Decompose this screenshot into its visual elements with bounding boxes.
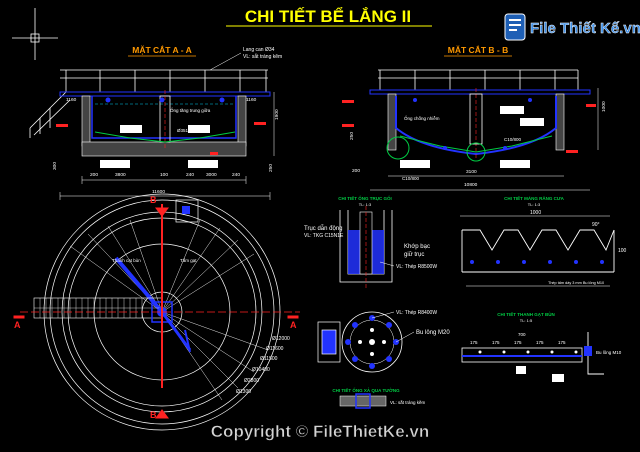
dim-4: 240 — [186, 172, 194, 178]
detail-scraper: CHI TIẾT THANH GẠT BÙN TL: 1:5 175 175 1… — [461, 311, 622, 382]
detail-3-dim-1: 175 — [492, 340, 500, 345]
dim-2: 3800 — [115, 172, 126, 178]
plan-label-1: Thanh cạt bùn — [112, 258, 141, 263]
detail-3-dim-4: 175 — [558, 340, 566, 345]
bb-dim-a: 200 — [352, 168, 360, 174]
section-aa: MẶT CẮT A - A Lang can Ø34 VL: sắt tráng… — [29, 45, 282, 200]
detail-1-heading: CHI TIẾT ỐNG TRỤC GỐI — [338, 195, 392, 201]
plan-label-2: Tấm gạt — [180, 258, 197, 263]
detail-weir: CHI TIẾT MÁNG RĂNG CƯA TL: 1:3 1000 90° … — [460, 195, 627, 287]
bb-dim-c: 1000 — [601, 101, 607, 112]
plan-mark-a-left: A — [14, 320, 21, 330]
dim-total-aa: 11600 — [152, 189, 165, 195]
plan-dim-1: Ø11600 — [266, 346, 284, 352]
plan-dim-5: Ø1300 — [236, 389, 251, 395]
bb-note-1: Ống chống nhiễm — [404, 115, 440, 121]
dim-h: 1900 — [274, 109, 280, 120]
detail-1-bolt: Bu lông M20 — [416, 330, 450, 336]
detail-3-heading: CHI TIẾT THANH GẠT BÙN — [497, 311, 555, 317]
note-pipe: Ống tăng trung giữa — [170, 107, 211, 113]
detail-1-shaft: Trục dẫn động — [304, 225, 342, 232]
detail-2-dim-total: 1000 — [530, 210, 541, 216]
dim-6: 240 — [232, 172, 240, 178]
plan-mark-b-top: B — [150, 195, 157, 205]
plan-dim-3: Ø10400 — [252, 367, 270, 373]
plan-dim-4: Ø2800 — [244, 378, 259, 384]
detail-1-bearing: Khớp bạc — [404, 244, 430, 250]
detail-3-note: Bu lông M10 — [596, 350, 622, 355]
detail-3-dim-2: 175 — [514, 340, 522, 345]
note-rail: Lang can Ø34 — [243, 47, 275, 53]
note-rail-mat: VL: sắt tráng kẽm — [243, 53, 282, 60]
detail-3-dim-0: 175 — [470, 340, 478, 345]
detail-2-scale: TL: 1:3 — [528, 202, 541, 207]
dim-3: 100 — [160, 172, 168, 178]
detail-2-angle: 90° — [592, 222, 600, 228]
detail-1-scale: TL: 1:3 — [359, 202, 372, 207]
dim-top-left: 1160 — [66, 97, 77, 103]
plan-mark-a-right: A — [290, 320, 297, 330]
detail-4-note: VL: sắt tráng kẽm — [390, 399, 426, 405]
detail-3-dim-3: 175 — [536, 340, 544, 345]
bb-dim-b: 250 — [349, 132, 355, 140]
section-bb-heading: MẶT CẮT B - B — [448, 45, 508, 55]
logo-text: File Thiết Kế.vn — [530, 20, 640, 37]
copyright-text: Copyright © FileThietKe.vn — [211, 422, 429, 441]
detail-1-plate2: VL: Thép R8400W — [396, 310, 437, 316]
dim-side2: 250 — [268, 164, 274, 172]
drawing-title: CHI TIẾT BỂ LẮNG II — [245, 7, 411, 26]
bb-note-2: C10/800 — [402, 176, 420, 181]
dim-5: 3000 — [206, 172, 217, 178]
plan-mark-b-bottom: B — [150, 410, 157, 420]
plan-view: B B A A Thanh cạt bùn Tấm gạt Ø12000 Ø11… — [13, 193, 300, 431]
section-aa-heading: MẶT CẮT A - A — [132, 45, 192, 55]
detail-4-heading: CHI TIẾT ỐNG XẢ QUA TƯỜNG — [332, 386, 400, 393]
detail-2-heading: CHI TIẾT MÁNG RĂNG CƯA — [504, 195, 564, 201]
note-center: Ø3510 — [177, 128, 191, 133]
cad-cursor-icon — [12, 8, 58, 60]
dim-1: 200 — [90, 172, 98, 178]
bb-note-3: C10/800 — [504, 137, 522, 142]
bb-dim-total: 10800 — [464, 182, 478, 188]
dim-side: 300 — [52, 162, 58, 170]
dim-top-right: 1160 — [246, 97, 257, 103]
detail-pipe: CHI TIẾT ỐNG XẢ QUA TƯỜNG VL: sắt tráng … — [332, 386, 426, 409]
detail-1-shaft-mat: VL: TKG C15N1E — [304, 233, 344, 239]
detail-3-scale: TL: 1:5 — [520, 318, 533, 323]
detail-2-dim-b: 100 — [618, 248, 627, 254]
bb-dim-d: 3100 — [466, 169, 477, 175]
plan-dim-2: Ø11500 — [260, 356, 278, 362]
section-bb: MẶT CẮT B - B — [342, 45, 607, 191]
plan-dim-0: Ø12000 — [272, 336, 290, 342]
detail-1-bearing2: giữ trục — [404, 252, 424, 258]
detail-shaft: CHI TIẾT ỐNG TRỤC GỐI TL: 1:3 Trục dẫn đ… — [304, 195, 450, 373]
detail-3-dim-total: 700 — [518, 332, 526, 337]
detail-1-plate: VL: Thép R8500W — [396, 264, 437, 270]
detail-2-note: Thép tấm dày 3 mm Bu lông M10 — [548, 281, 604, 285]
filethietke-logo: File Thiết Kế.vn — [504, 13, 640, 41]
